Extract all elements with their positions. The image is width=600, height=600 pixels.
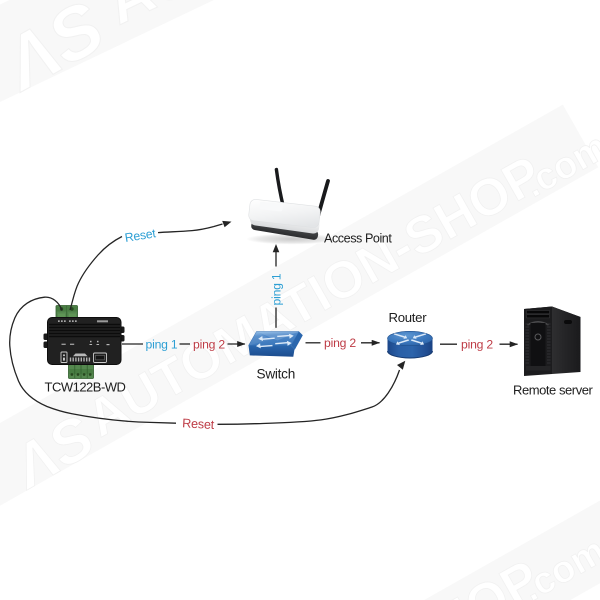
svg-text:Reset: Reset: [182, 416, 215, 432]
svg-text:Remote server: Remote server: [513, 383, 594, 398]
svg-text:AUTOM: AUTOM: [95, 0, 329, 38]
svg-text:TCW122B-WD: TCW122B-WD: [45, 380, 126, 395]
svg-text:ping 2: ping 2: [324, 336, 356, 350]
svg-text:ping 2: ping 2: [193, 337, 225, 351]
svg-text:Reset: Reset: [124, 226, 158, 245]
svg-text:AUTOMATION-SHOP: AUTOMATION-SHOP: [77, 145, 551, 448]
svg-text:ping 1: ping 1: [269, 273, 283, 305]
svg-text:Switch: Switch: [257, 367, 296, 382]
svg-text:Access Point: Access Point: [324, 232, 392, 246]
svg-text:Router: Router: [389, 310, 428, 325]
svg-text:AUTOMATION-SHOP: AUTOMATION-SHOP: [75, 549, 549, 600]
svg-text:ping 2: ping 2: [461, 338, 493, 352]
svg-text:ping 1: ping 1: [146, 337, 178, 351]
